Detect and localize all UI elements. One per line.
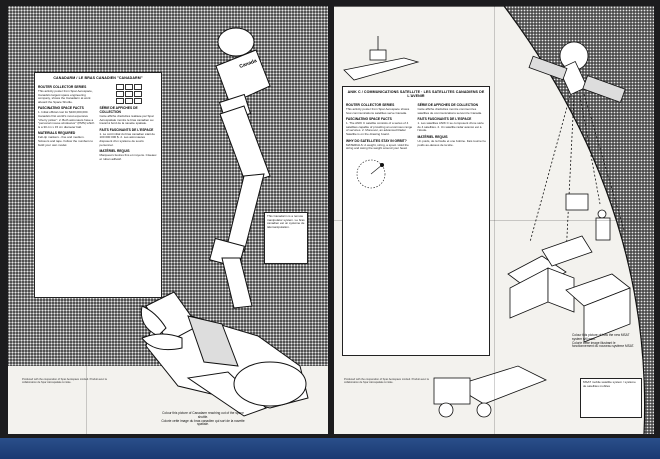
caption-french: Colorie cette image du bras canadien qui… [161,418,245,427]
table-surface [0,438,660,459]
info-box-text: This Canadarm is a remote manipulator sy… [267,214,305,229]
info-box-right: MSAT mobile satellite system / système d… [580,378,642,418]
panel-title: ANIK C / COMMUNICATIONS SATELLITE · LES … [347,90,485,98]
section-heading: SÉRIE DE AFFICHES DE COLLECTION [99,106,138,114]
info-box-text: MSAT mobile satellite system / système d… [583,380,636,388]
poster-left-sheet: Canada CANADARM / LE BRAS CANADIEN "CANA… [8,6,328,434]
instruction-panel-right: ANIK C / COMMUNICATIONS SATELLITE · LES … [342,86,490,356]
footnote-left: Produced with the cooperation of Spar Ae… [22,378,107,385]
model-grid-diagram [115,84,142,104]
canadarm-shuttle-illustration: Canada [140,27,309,417]
colouring-caption: Colour this picture of Canadarm reaching… [158,411,248,427]
section-text: Marqueurs feutres fins et moyens. Ciseau… [99,153,157,161]
section-heading: MATÉRIEL REQUIS [417,134,448,139]
footnote-right: Produced with the cooperation of Spar Ae… [344,378,429,385]
english-column: ROUTER COLLECTOR SERIES This activity po… [346,101,415,199]
halftone-space-background [8,6,328,366]
section-heading: MATÉRIEL REQUIS [99,149,130,154]
caption-english: Colour this picture of Canadarm reaching… [162,411,244,419]
section-text: Cette affiche d'activités montre comment… [417,107,482,115]
section-text: Cette affiche d'activités réalisée par S… [99,114,154,126]
section-heading: FAITS FASCINANTS DE L'ESPACE [99,127,154,132]
arm-brand-label: Canada [239,58,258,70]
section-text: This activity poster from Spar Aerospace… [346,107,410,115]
section-text: 1. Les satellites ANIK C se composent d'… [417,121,484,133]
english-column: ROUTER COLLECTOR SERIES This activity po… [38,83,97,161]
section-heading: WHY DO SATELLITES STAY IN ORBIT? [346,138,407,143]
fold-line [494,6,495,434]
section-heading: ROUTER COLLECTOR SERIES [346,103,395,107]
section-text: This activity poster from Spar Aerospace… [38,89,93,104]
french-column: SÉRIE DE AFFICHES DE COLLECTION Cette af… [100,83,159,161]
section-heading: SÉRIE DE AFFICHES DE COLLECTION [417,103,479,107]
section-heading: ROUTER COLLECTOR SERIES [38,85,87,89]
section-text: MATERIALS: A weight, string, a spool. Ho… [346,142,409,151]
french-column: SÉRIE DE AFFICHES DE COLLECTION Cette af… [418,101,487,199]
section-text: Un poids, de la ficelle et une bobine. F… [417,138,486,147]
info-box-left: This Canadarm is a remote manipulator sy… [264,212,308,264]
orbit-experiment-diagram [356,159,386,189]
panel-title: CANADARM / LE BRAS CANADIEN "CANADARM" [53,76,143,80]
colouring-caption: Colour this picture of how the new MSAT … [572,333,638,349]
section-text: 1. Le coût initial du bras canadien étai… [99,131,155,147]
earth-satellite-illustration [334,6,654,434]
section-heading: FAITS FASCINANTS DE L'ESPACE [417,117,472,122]
caption-french: Colorie cette image illustrant le foncti… [572,340,635,349]
fold-line [8,220,328,221]
section-text: Felt-tip markers - fine and medium. Scis… [38,135,94,147]
instruction-panel-left: CANADARM / LE BRAS CANADIEN "CANADARM" R… [34,72,162,298]
section-text: 1. Initial official cost for $100,000,00… [38,110,95,129]
section-heading: MATERIALS REQUIRED [38,131,76,136]
section-text: 1. The ANIK C satellite consists of a se… [346,121,413,136]
section-heading: FASCINATING SPACE FACTS [346,117,392,122]
section-heading: FASCINATING SPACE FACTS [38,106,84,111]
fold-line [334,220,654,221]
caption-english: Colour this picture of how the new MSAT … [572,333,630,341]
poster-right-sheet: ANIK C / COMMUNICATIONS SATELLITE · LES … [334,6,654,434]
